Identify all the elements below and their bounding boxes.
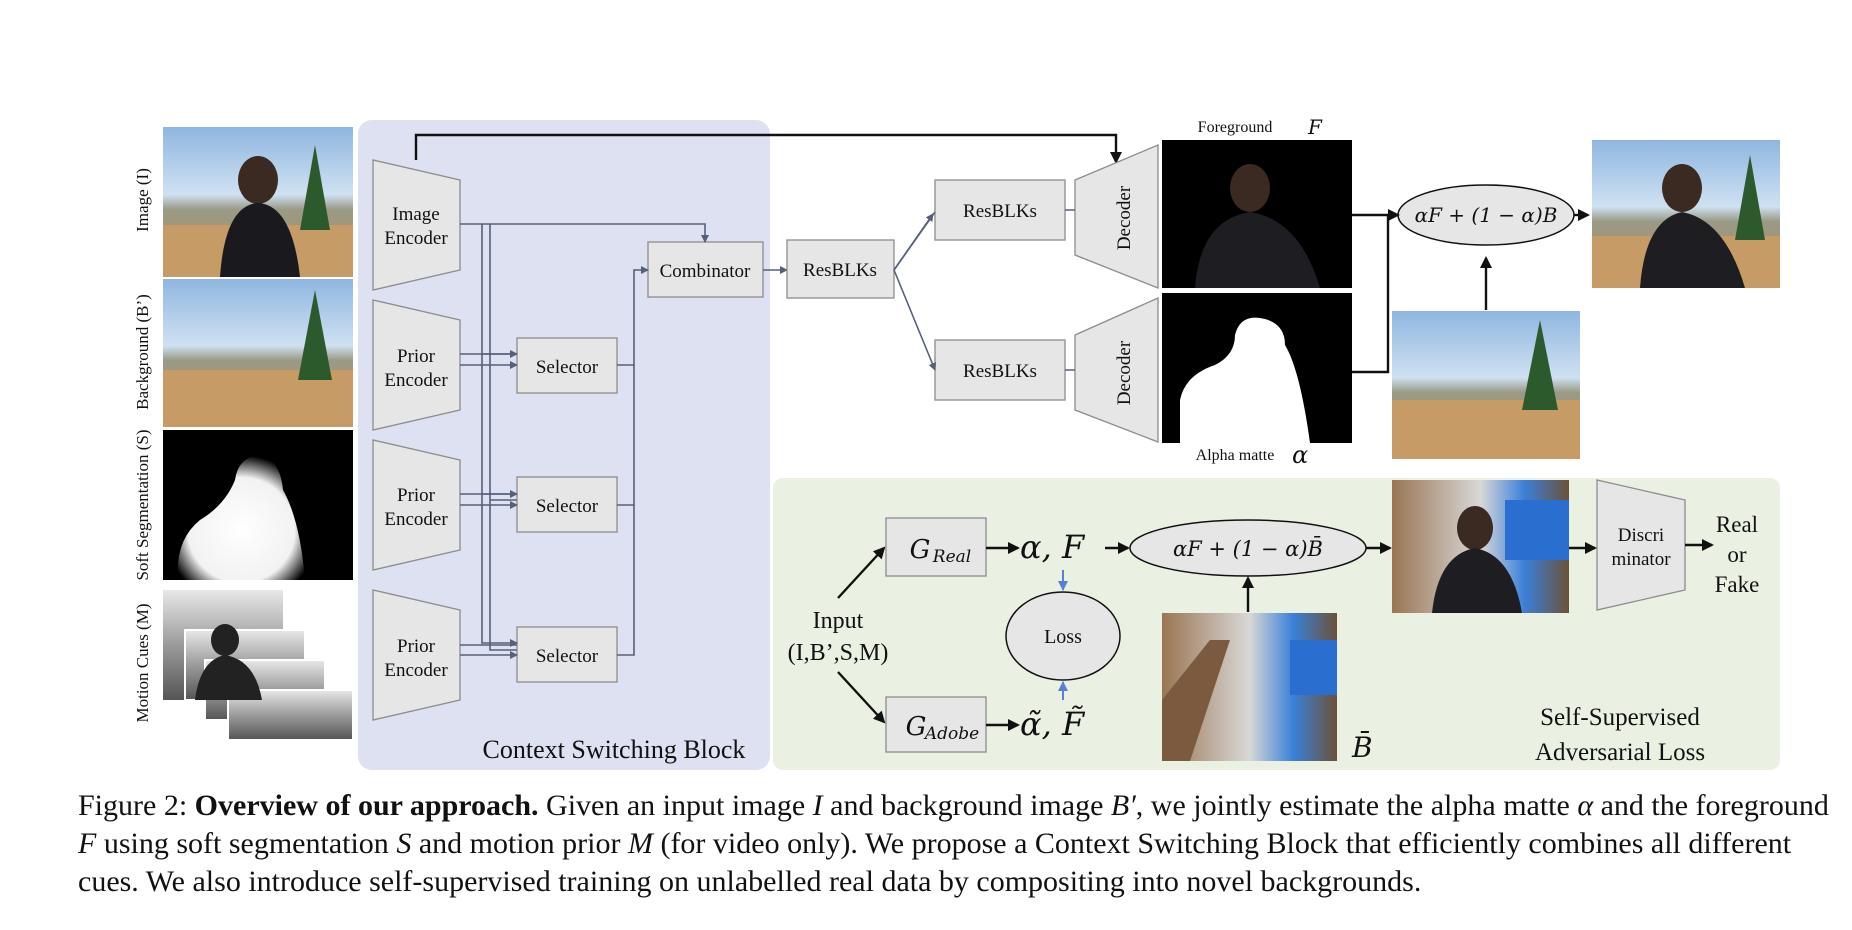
prior-encoder-segmentation: Prior Encoder — [372, 299, 461, 431]
adversarial-input-label: Input — [813, 608, 864, 634]
svg-text:Image: Image — [392, 204, 439, 225]
svg-text:ResBLKs: ResBLKs — [803, 260, 877, 281]
selector-1: Selector — [516, 337, 618, 394]
svg-text:G: G — [906, 712, 927, 742]
svg-text:Decoder: Decoder — [1114, 185, 1135, 250]
svg-text:Encoder: Encoder — [384, 228, 448, 249]
discriminator-output-or: or — [1727, 542, 1747, 567]
row-label-soft-segmentation: Soft Segmentation (S) — [133, 429, 152, 580]
svg-text:minator: minator — [1611, 549, 1671, 570]
svg-text:αF + (1 − α)B: αF + (1 − α)B — [1415, 203, 1558, 227]
svg-text:Loss: Loss — [1044, 626, 1082, 648]
context-block-connectors — [414, 133, 1122, 659]
adversarial-block-title-2: Adversarial Loss — [1535, 739, 1705, 766]
caption-bold-title: Overview of our approach. — [194, 789, 539, 822]
svg-text:Encoder: Encoder — [384, 370, 448, 391]
svg-text:Prior: Prior — [397, 636, 436, 657]
image-encoder: Image Encoder — [372, 159, 461, 291]
figure-caption: Figure 2: Overview of our approach. Give… — [78, 789, 1829, 898]
g-adobe-outputs: α̃, F̃ — [1020, 705, 1086, 743]
alpha-matte-symbol: α — [1292, 441, 1308, 469]
adversarial-block-title-1: Self-Supervised — [1540, 704, 1700, 731]
prior-encoder-background: Prior Encoder — [372, 439, 461, 571]
decoder-foreground: Decoder — [1074, 144, 1159, 289]
adversarial-composite-image — [1392, 480, 1569, 613]
row-label-image: Image (I) — [133, 168, 152, 232]
svg-text:Encoder: Encoder — [384, 509, 448, 530]
resblks-foreground: ResBLKs — [934, 179, 1066, 241]
svg-text:Decoder: Decoder — [1114, 340, 1135, 405]
adversarial-formula-node: αF + (1 − α)B̄ — [1129, 519, 1367, 577]
resblks-main: ResBLKs — [786, 239, 895, 299]
row-label-motion-cues: Motion Cues (M) — [133, 604, 152, 723]
svg-text:Adobe: Adobe — [923, 724, 979, 744]
svg-text:Selector: Selector — [536, 496, 599, 517]
svg-text:Prior: Prior — [397, 346, 436, 367]
context-switching-block-title: Context Switching Block — [483, 735, 746, 764]
svg-text:Prior: Prior — [397, 485, 436, 506]
g-real-box: G Real — [885, 517, 987, 577]
alpha-matte-output-image — [1162, 293, 1352, 443]
g-real-outputs: α, F — [1020, 528, 1086, 566]
svg-text:G: G — [910, 535, 931, 565]
svg-text:ResBLKs: ResBLKs — [963, 201, 1037, 222]
resblks-alpha: ResBLKs — [934, 339, 1066, 401]
composite-result-image — [1592, 140, 1780, 288]
loss-node: Loss — [1005, 591, 1121, 681]
resblk-branch-arrows — [893, 211, 935, 370]
caption-prefix: Figure 2: — [78, 789, 188, 822]
combinator: Combinator — [647, 241, 764, 298]
svg-text:ResBLKs: ResBLKs — [963, 361, 1037, 382]
input-image-photo — [163, 127, 353, 277]
decoder-alpha: Decoder — [1074, 296, 1159, 443]
novel-background-image — [1162, 613, 1337, 761]
svg-text:Selector: Selector — [536, 646, 599, 667]
svg-text:Encoder: Encoder — [384, 660, 448, 681]
foreground-output-image — [1162, 140, 1352, 288]
selector-3: Selector — [516, 626, 618, 683]
composite-formula-node: αF + (1 − α)B — [1397, 184, 1575, 246]
svg-text:αF + (1 − α)B̄: αF + (1 − α)B̄ — [1173, 536, 1323, 561]
adversarial-input-sources: (I,B’,S,M) — [788, 640, 889, 666]
svg-text:Discri: Discri — [1618, 525, 1664, 546]
input-to-g-adobe-arrow — [837, 671, 886, 724]
alpha-to-composite-arrow — [1352, 215, 1390, 374]
svg-text:Combinator: Combinator — [660, 261, 751, 282]
foreground-symbol: F — [1307, 115, 1323, 139]
novel-background-symbol: B̄ — [1351, 730, 1373, 764]
g-adobe-box: G Adobe — [885, 696, 987, 753]
motion-cues-images — [163, 590, 354, 741]
prior-encoder-motion: Prior Encoder — [372, 589, 461, 721]
selector-2: Selector — [516, 476, 618, 533]
row-label-background: Background (B’) — [133, 294, 152, 410]
svg-text:Selector: Selector — [536, 357, 599, 378]
background-image-photo — [163, 279, 353, 427]
input-to-g-real-arrow — [837, 546, 886, 599]
soft-segmentation-image — [163, 430, 353, 580]
diagram-canvas: Image (I) Background (B’) Soft Segmentat… — [133, 115, 1780, 770]
composite-background-image — [1392, 311, 1580, 459]
alpha-matte-label: Alpha matte — [1196, 447, 1275, 464]
discriminator: Discri minator — [1596, 479, 1686, 611]
svg-text:Real: Real — [932, 547, 971, 567]
discriminator-output-real: Real — [1716, 512, 1758, 537]
foreground-label: Foreground — [1198, 119, 1273, 136]
discriminator-output-fake: Fake — [1715, 572, 1760, 597]
